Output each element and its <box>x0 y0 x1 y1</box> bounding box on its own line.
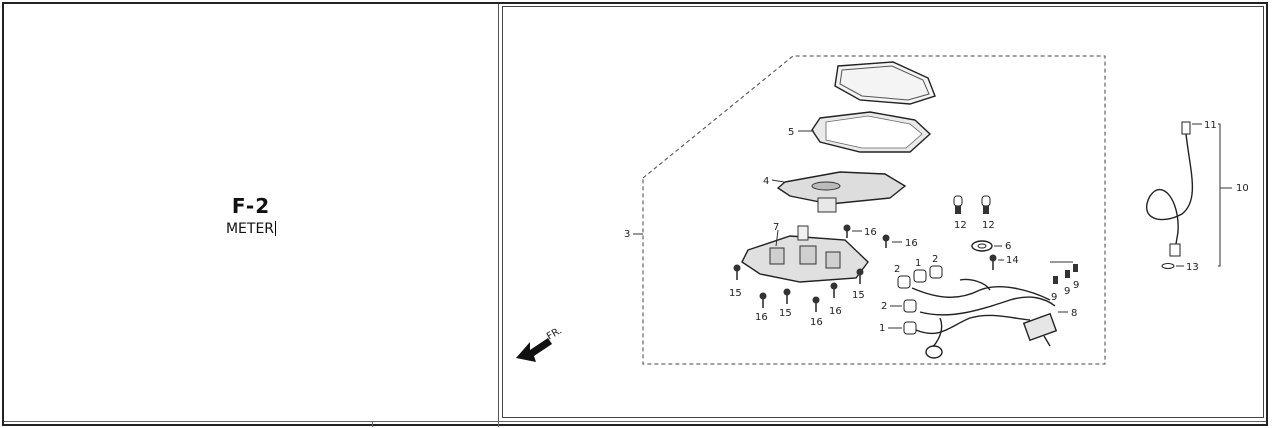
callout-13: 13 <box>1186 262 1199 273</box>
socket-1-a <box>913 269 927 283</box>
callout-16-b: 16 <box>905 238 918 249</box>
section-header-panel: F-2 METER <box>4 4 498 420</box>
callout-16-a: 16 <box>864 227 877 238</box>
screw-16-a <box>843 224 851 238</box>
section-title-text: METER <box>225 221 275 237</box>
callout-2-b: 2 <box>932 254 938 265</box>
callout-10: 10 <box>1236 183 1249 194</box>
callout-1-b: 1 <box>879 323 885 334</box>
screw-16-b <box>882 234 890 248</box>
callout-2-c: 2 <box>881 301 887 312</box>
screw-14 <box>989 254 997 270</box>
socket-1-b <box>903 321 917 335</box>
meter-exploded-diagram: 3 5 4 7 <box>516 55 1249 365</box>
bulb-12-a <box>953 195 963 214</box>
bulb-9-c <box>1073 264 1078 272</box>
leader-4 <box>771 179 785 183</box>
front-direction-arrow <box>516 338 552 362</box>
meter-case-part-7 <box>741 225 869 283</box>
callout-4: 4 <box>763 176 769 187</box>
leader-7 <box>775 229 779 247</box>
speedometer-cable-part-10 <box>1145 121 1194 269</box>
callout-14: 14 <box>1006 255 1019 266</box>
section-code: F-2 <box>231 194 271 218</box>
callout-9-b: 9 <box>1064 286 1070 297</box>
screw-15-a <box>733 264 741 280</box>
callout-16-e: 16 <box>810 317 823 328</box>
bottom-cell-separator <box>498 421 499 427</box>
screw-15-c <box>783 288 791 304</box>
bracket-10 <box>1218 123 1221 267</box>
callout-15-b: 15 <box>852 290 865 301</box>
callout-8: 8 <box>1071 308 1077 319</box>
exploded-diagram-panel: 3 5 4 7 <box>499 4 1264 420</box>
screw-16-c <box>759 292 767 308</box>
screw-16-e <box>812 296 820 312</box>
bulb-9-b <box>1065 270 1070 278</box>
panel-divider <box>498 4 499 422</box>
callout-3: 3 <box>624 229 630 240</box>
bottom-row <box>4 421 1266 427</box>
meter-lens-part-5 <box>811 111 932 153</box>
callout-12-b: 12 <box>982 220 995 231</box>
bulb-12-b <box>981 195 991 214</box>
callout-15-a: 15 <box>729 288 742 299</box>
callout-5: 5 <box>788 127 794 138</box>
socket-2-a <box>897 275 911 289</box>
assembly-boundary <box>642 55 1106 365</box>
socket-2-b <box>929 265 943 279</box>
callout-16-d: 16 <box>829 306 842 317</box>
callout-1-a: 1 <box>915 258 921 269</box>
wire-harness-part-8 <box>911 278 1058 359</box>
section-title: METER <box>4 221 498 237</box>
screw-15-b <box>856 268 864 284</box>
callout-6: 6 <box>1005 241 1011 252</box>
callout-2-a: 2 <box>894 264 900 275</box>
bulb-9-a <box>1053 276 1058 284</box>
meter-lens-ring <box>834 61 936 105</box>
callout-15-c: 15 <box>779 308 792 319</box>
socket-2-c <box>903 299 917 313</box>
bottom-cell-separator <box>372 421 373 427</box>
callout-16-c: 16 <box>755 312 768 323</box>
callout-9-a: 9 <box>1051 292 1057 303</box>
callout-9-c: 9 <box>1073 280 1079 291</box>
callout-11: 11 <box>1204 120 1217 131</box>
screw-16-d <box>830 282 838 298</box>
diagram-border <box>502 6 1264 418</box>
text-cursor <box>275 221 277 236</box>
clamp-part-6 <box>971 240 993 252</box>
callout-7: 7 <box>773 222 779 233</box>
meter-panel-part-4 <box>776 171 907 213</box>
callout-12-a: 12 <box>954 220 967 231</box>
